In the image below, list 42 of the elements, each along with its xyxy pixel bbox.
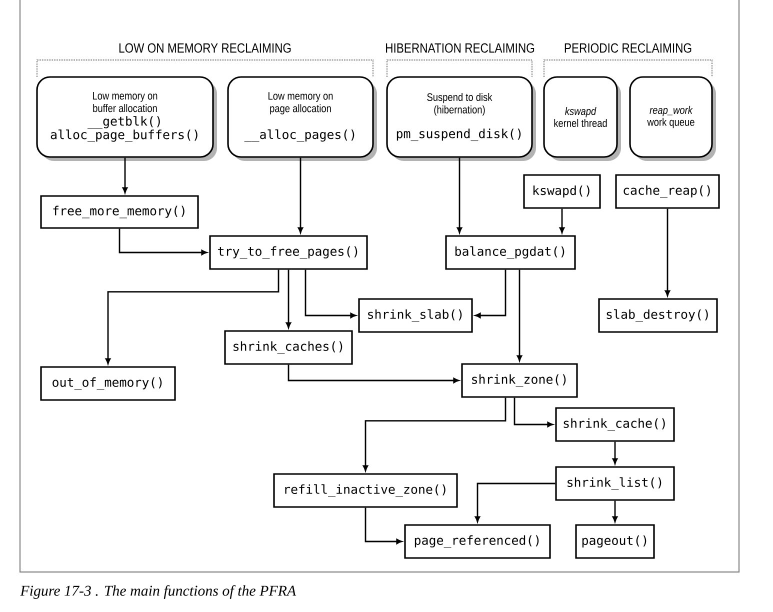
function-box: out_of_memory() — [40, 366, 176, 401]
rounded-box: kswapd kernel thread — [543, 76, 621, 161]
group-heading: LOW ON MEMORY RECLAIMING — [119, 43, 291, 53]
arrow — [122, 158, 128, 194]
rounded-box: Low memory on buffer allocation __getblk() alloc_page_buffers() — [36, 76, 217, 161]
function-box: cache_reap() — [615, 174, 720, 209]
function-box: slab_destroy() — [598, 298, 718, 333]
arrow — [612, 442, 618, 464]
rounded-box: reap_work work queue — [629, 76, 716, 161]
function-box: balance_pgdat() — [445, 235, 576, 270]
arrow — [516, 270, 522, 362]
function-box: page_referenced() — [404, 524, 551, 559]
arrow — [288, 364, 460, 384]
function-box: kswapd() — [523, 174, 601, 209]
function-box: free_more_memory() — [40, 195, 199, 229]
arrow — [105, 270, 280, 364]
function-box: shrink_slab() — [358, 298, 473, 333]
arrow — [364, 508, 402, 544]
group-heading: PERIODIC RECLAIMING — [564, 43, 692, 53]
function-box: refill_inactive_zone() — [273, 473, 458, 508]
function-box: shrink_caches() — [224, 330, 353, 365]
arrow — [456, 158, 462, 234]
arrow — [362, 398, 506, 472]
figure-caption: Figure 17-3 . The main functions of the PFRA — [20, 585, 296, 599]
arrow — [559, 208, 565, 234]
rounded-box: Suspend to disk (hibernation) pm_suspend_disk() — [386, 76, 536, 161]
arrow — [664, 208, 670, 296]
function-box: pageout() — [575, 524, 655, 559]
arrow — [514, 398, 554, 428]
arrow — [286, 270, 292, 328]
rounded-box: Low memory on page allocation __alloc_pages() — [227, 76, 377, 161]
function-box: shrink_cache() — [555, 407, 675, 442]
function-box: try_to_free_pages() — [209, 235, 368, 270]
arrow — [298, 158, 304, 234]
group-heading: HIBERNATION RECLAIMING — [386, 43, 534, 53]
arrow — [118, 228, 208, 256]
arrow — [612, 500, 618, 522]
arrow — [474, 482, 556, 522]
function-box: shrink_zone() — [461, 363, 578, 398]
arrow — [474, 270, 506, 318]
arrow — [304, 270, 356, 318]
function-box: shrink_list() — [555, 466, 675, 501]
